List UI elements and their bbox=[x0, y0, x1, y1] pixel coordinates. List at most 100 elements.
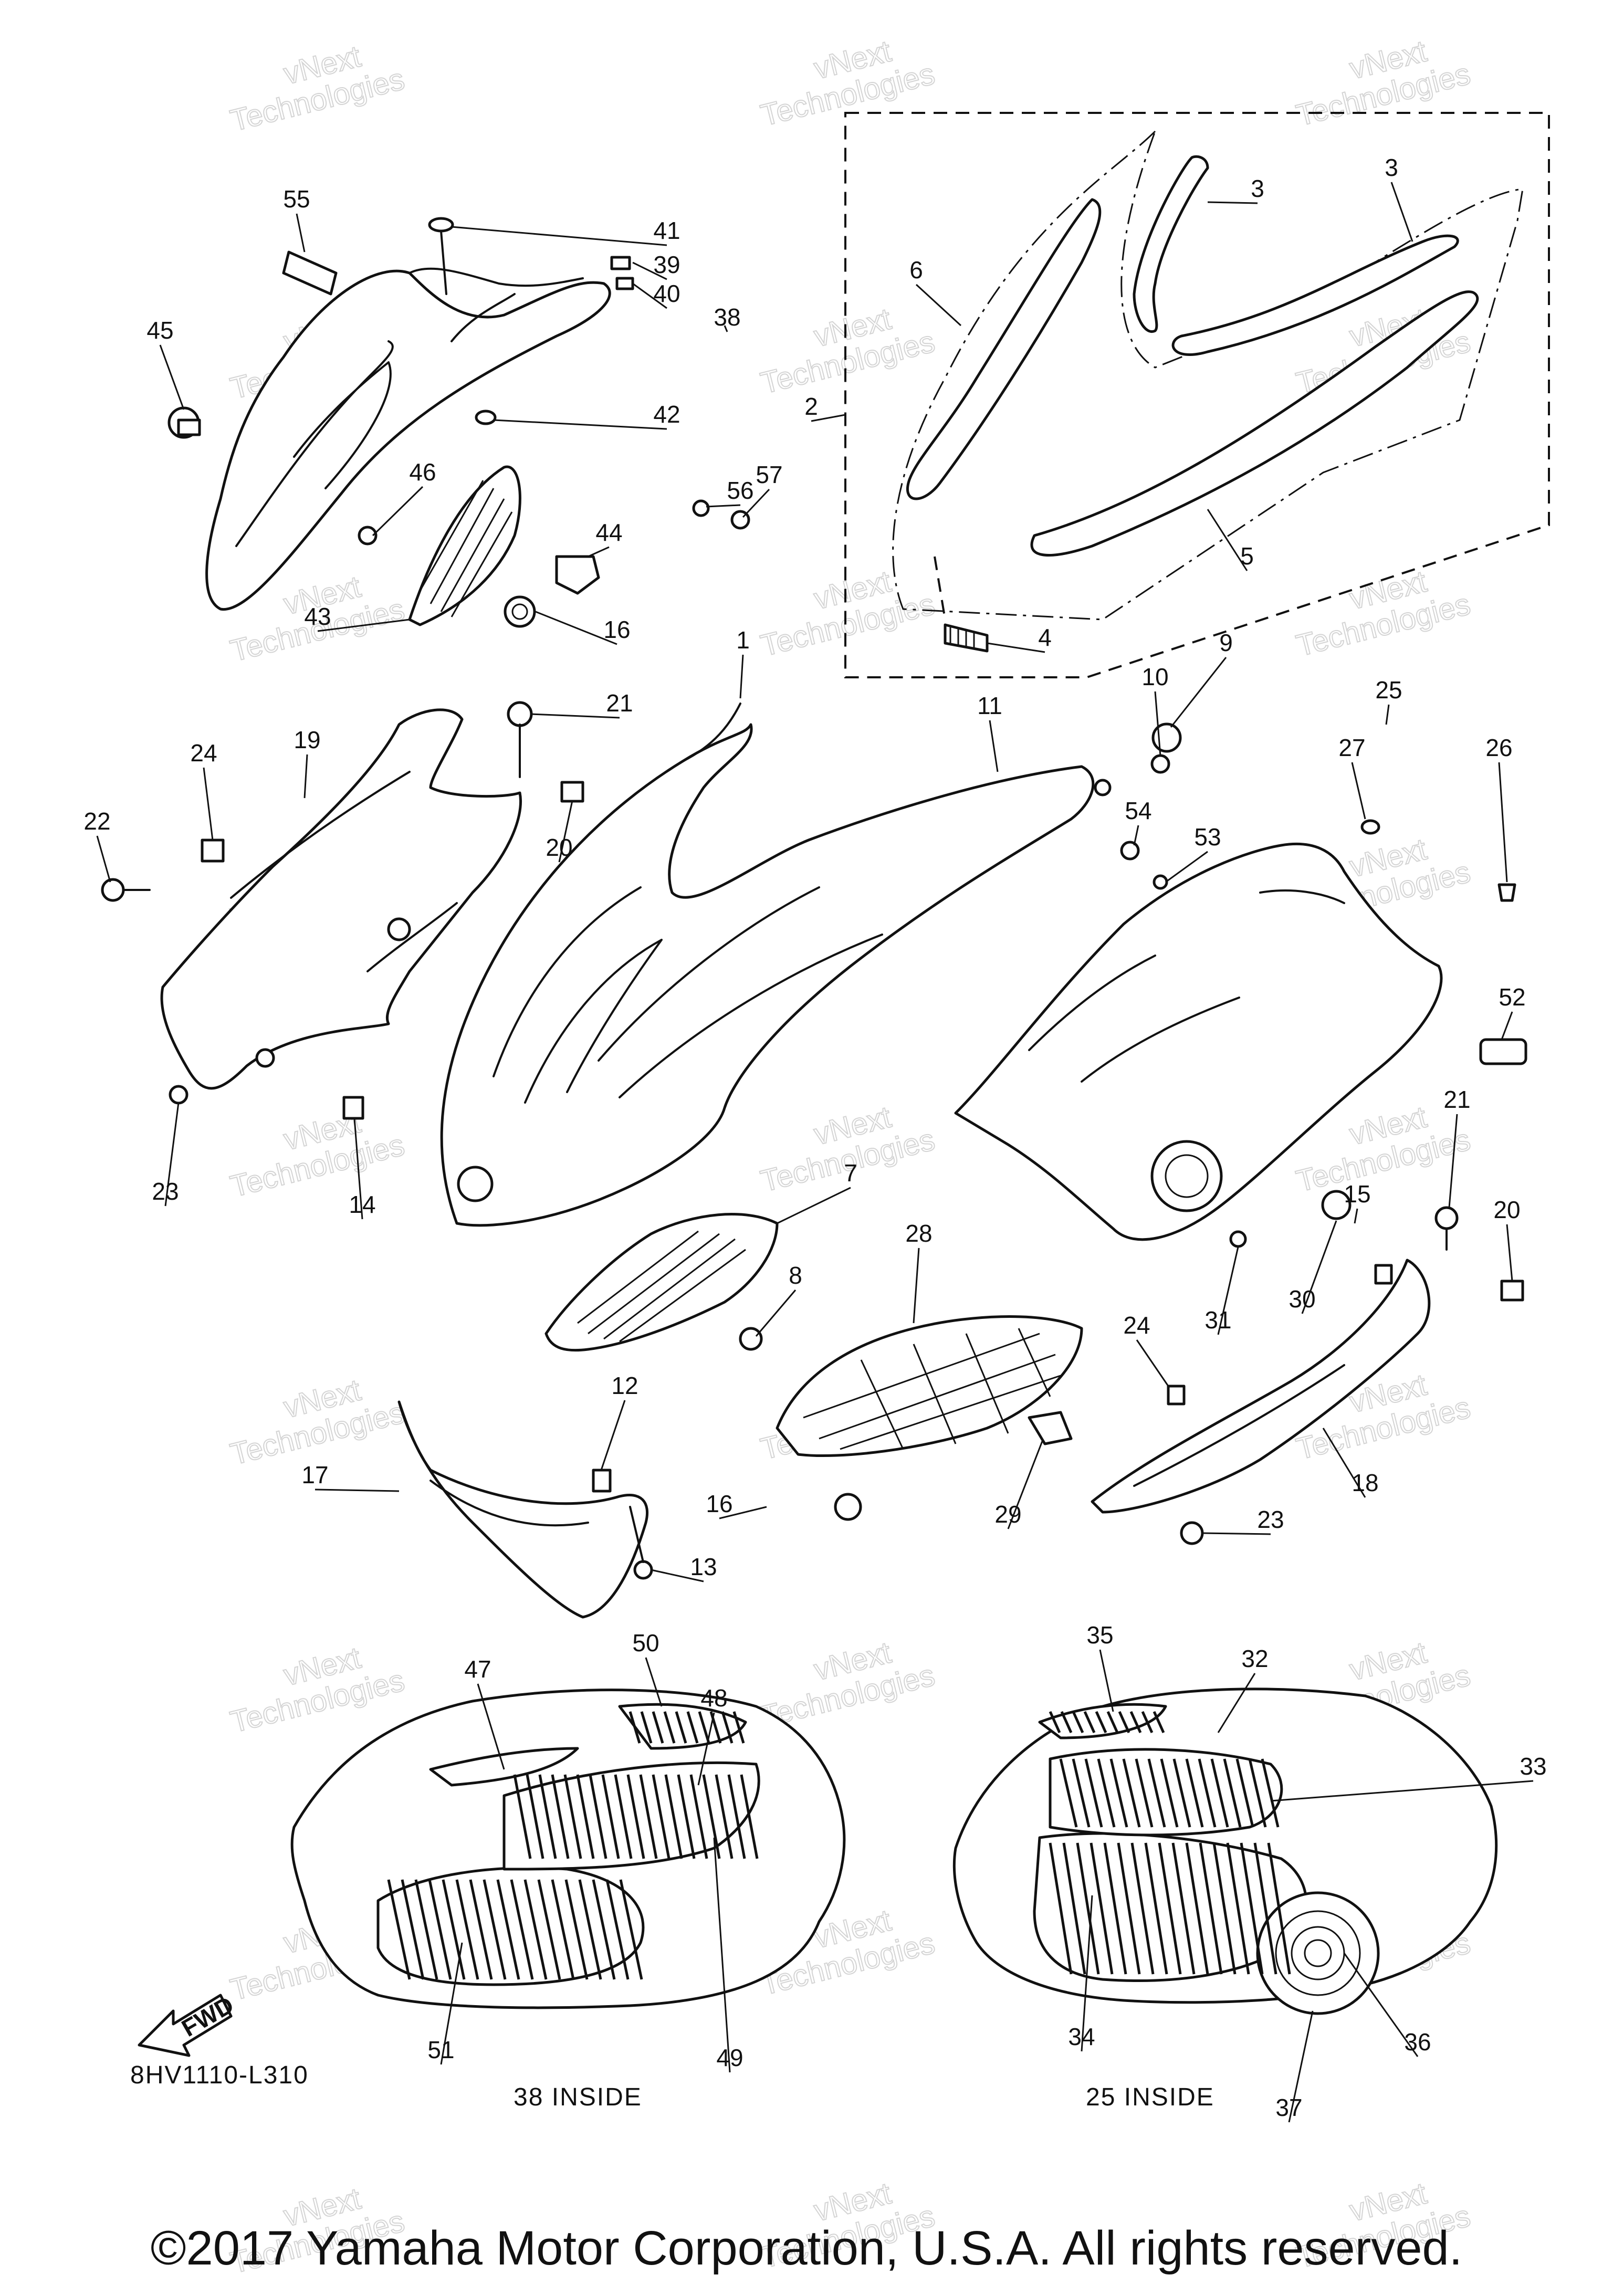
leader-line-11 bbox=[989, 720, 999, 772]
callout-44: 44 bbox=[595, 519, 622, 546]
callout-50: 50 bbox=[632, 1629, 659, 1657]
hatch-line bbox=[526, 1774, 544, 1859]
callout-17: 17 bbox=[301, 1461, 328, 1488]
leader-line-23 bbox=[164, 1102, 180, 1207]
callout-57: 57 bbox=[756, 461, 782, 488]
callout-36: 36 bbox=[1404, 2028, 1431, 2056]
callout-54: 54 bbox=[1125, 797, 1151, 824]
hatch-line bbox=[686, 1711, 699, 1744]
hatch-line bbox=[601, 1774, 620, 1859]
hatch-line bbox=[1267, 1842, 1291, 1975]
hatch-line bbox=[1210, 1758, 1229, 1828]
leader-line-18 bbox=[1322, 1428, 1366, 1498]
hatch-line bbox=[576, 1774, 595, 1859]
callout-26: 26 bbox=[1485, 734, 1512, 761]
leader-line-22 bbox=[96, 835, 111, 883]
leader-line-49 bbox=[713, 1837, 731, 2073]
hatch-line bbox=[592, 1879, 616, 1980]
leader-line-12 bbox=[600, 1400, 626, 1471]
hatch-line bbox=[1144, 1842, 1168, 1975]
callout-29: 29 bbox=[994, 1501, 1021, 1528]
leader-line-19 bbox=[303, 754, 308, 799]
leader-line-33 bbox=[1270, 1780, 1534, 1802]
hatch-line bbox=[629, 1711, 641, 1744]
leader-line-37 bbox=[1288, 2010, 1314, 2123]
hatch-line bbox=[1049, 1711, 1061, 1734]
hatch-line bbox=[513, 1774, 532, 1859]
leader-line-35 bbox=[1099, 1649, 1114, 1712]
leader-line-26 bbox=[1498, 762, 1508, 883]
leader-line-3 bbox=[1390, 182, 1413, 242]
fwd-label: FWD bbox=[177, 1991, 238, 2042]
hatch-line bbox=[1090, 1842, 1114, 1975]
leader-line-21 bbox=[530, 713, 620, 719]
callout-45: 45 bbox=[146, 317, 173, 344]
hatch-line bbox=[675, 1711, 687, 1744]
hatch-line bbox=[626, 1774, 645, 1859]
callout-13: 13 bbox=[690, 1553, 717, 1580]
callout-27: 27 bbox=[1338, 734, 1365, 761]
hatch-line bbox=[1109, 1758, 1128, 1828]
leader-line-13 bbox=[651, 1569, 704, 1582]
hatch-line bbox=[469, 1879, 493, 1980]
callout-41: 41 bbox=[653, 217, 680, 244]
callout-56: 56 bbox=[727, 477, 753, 504]
callout-37: 37 bbox=[1275, 2094, 1302, 2121]
hatch-line bbox=[1049, 1842, 1073, 1975]
leader-lines bbox=[96, 182, 1534, 2123]
hatch-line bbox=[677, 1774, 696, 1859]
callout-42: 42 bbox=[653, 401, 680, 428]
leader-line-50 bbox=[645, 1657, 663, 1707]
callout-11: 11 bbox=[977, 692, 1002, 719]
callout-2: 2 bbox=[804, 393, 818, 420]
callout-9: 9 bbox=[1219, 629, 1233, 656]
hatch-line bbox=[639, 1774, 658, 1859]
decal-set-box bbox=[844, 112, 1550, 678]
leader-line-55 bbox=[296, 213, 306, 253]
hatch-line bbox=[740, 1774, 759, 1859]
hatch-line bbox=[619, 1879, 643, 1980]
leader-line-41 bbox=[451, 226, 667, 246]
hatch-line bbox=[1185, 1758, 1204, 1828]
callout-48: 48 bbox=[700, 1684, 727, 1712]
hatch-line bbox=[455, 1879, 479, 1980]
callout-20: 20 bbox=[1493, 1196, 1520, 1223]
lower-parts bbox=[397, 1206, 1524, 1619]
hatch-line bbox=[605, 1879, 630, 1980]
callout-1: 1 bbox=[736, 626, 750, 654]
callout-8: 8 bbox=[789, 1262, 802, 1289]
leader-line-30 bbox=[1301, 1220, 1337, 1314]
copyright-notice: ©2017 Yamaha Motor Corporation, U.S.A. A… bbox=[150, 2221, 1463, 2275]
hatch-line bbox=[510, 1879, 534, 1980]
inset-38-inside bbox=[290, 1689, 846, 2009]
caption-25-inside: 25 INSIDE bbox=[1086, 2083, 1214, 2111]
hatch-line bbox=[1261, 1758, 1280, 1828]
hatch-line bbox=[698, 1711, 710, 1744]
leader-line-23 bbox=[1202, 1532, 1271, 1535]
leader-line-24 bbox=[203, 767, 214, 841]
leader-line-57 bbox=[742, 488, 770, 518]
hatch-line bbox=[1253, 1842, 1277, 1975]
callout-38: 38 bbox=[714, 303, 740, 331]
hatch-line bbox=[1106, 1711, 1119, 1734]
fwd-arrow: FWD bbox=[138, 1991, 238, 2057]
callout-40: 40 bbox=[653, 280, 680, 307]
leader-line-52 bbox=[1501, 1011, 1513, 1040]
callout-34: 34 bbox=[1068, 2023, 1095, 2050]
callout-18: 18 bbox=[1352, 1469, 1378, 1496]
leader-line-20 bbox=[558, 800, 573, 863]
callout-24: 24 bbox=[1123, 1312, 1150, 1339]
hatch-line bbox=[1172, 1758, 1191, 1828]
hatch-line bbox=[732, 1711, 745, 1744]
hatch-line bbox=[664, 1774, 683, 1859]
hatch-line bbox=[652, 1711, 664, 1744]
leader-line-14 bbox=[353, 1118, 363, 1220]
hatch-line bbox=[1060, 1711, 1073, 1734]
leader-line-9 bbox=[1170, 657, 1227, 728]
leader-line-27 bbox=[1351, 762, 1366, 820]
hatch-line bbox=[387, 1879, 411, 1980]
leader-line-34 bbox=[1081, 1895, 1093, 2052]
callout-6: 6 bbox=[909, 256, 923, 284]
